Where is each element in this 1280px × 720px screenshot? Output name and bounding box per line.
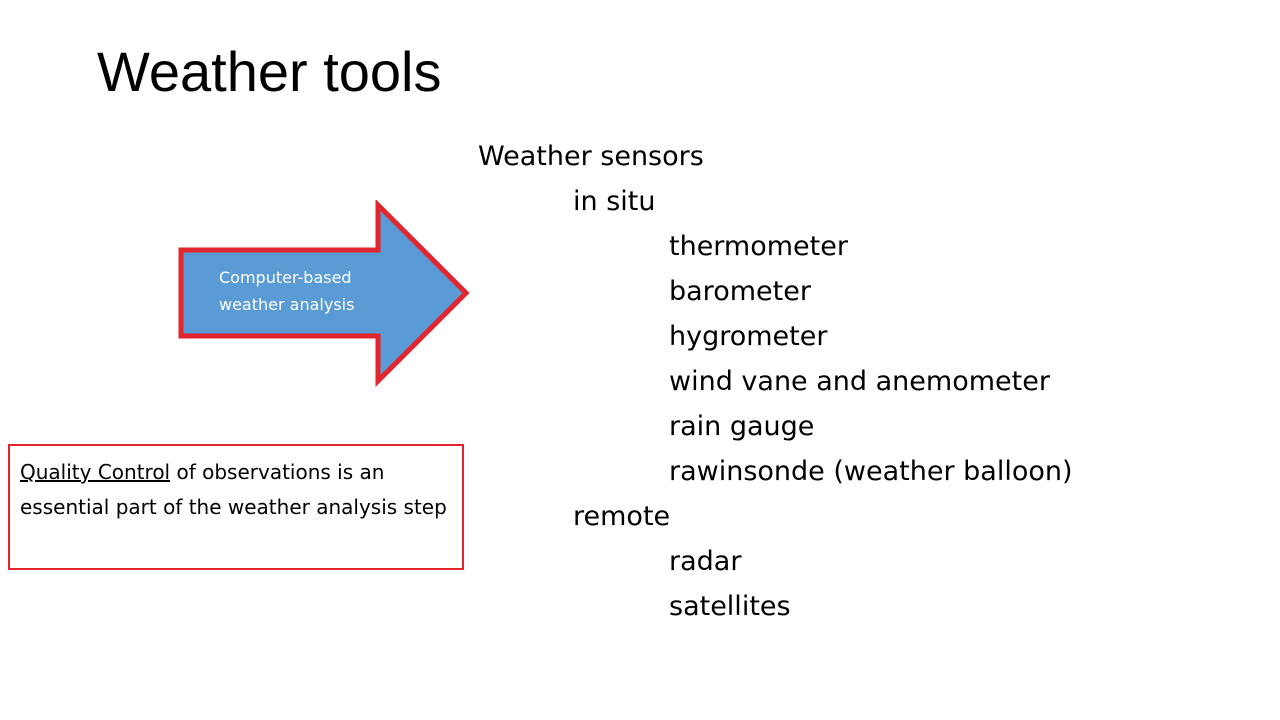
outline-item-barometer: barometer bbox=[669, 276, 811, 307]
outline-item-rain-gauge: rain gauge bbox=[669, 411, 815, 442]
arrow-label-line2: weather analysis bbox=[219, 295, 355, 314]
arrow-label-line1: Computer-based bbox=[219, 268, 352, 287]
outline-item-wind-vane: wind vane and anemometer bbox=[669, 366, 1050, 397]
arrow-label: Computer-based weather analysis bbox=[219, 264, 399, 318]
right-arrow-shape bbox=[178, 200, 470, 388]
outline-item-thermometer: thermometer bbox=[669, 231, 848, 262]
outline-item-rawinsonde: rawinsonde (weather balloon) bbox=[669, 456, 1073, 487]
outline-item-hygrometer: hygrometer bbox=[669, 321, 828, 352]
quality-control-note: Quality Control of observations is an es… bbox=[8, 444, 464, 570]
outline-item-radar: radar bbox=[669, 546, 742, 577]
slide-title: Weather tools bbox=[97, 40, 442, 103]
quality-control-term: Quality Control bbox=[20, 460, 171, 484]
outline-item-remote: remote bbox=[573, 501, 671, 532]
quality-control-text: of observations is an essential part of … bbox=[20, 460, 447, 519]
weather-tools-outline: Weather sensors in situ thermometer baro… bbox=[478, 134, 1073, 629]
outline-item-weather-sensors: Weather sensors bbox=[478, 141, 704, 172]
outline-item-in-situ: in situ bbox=[573, 186, 656, 217]
outline-item-satellites: satellites bbox=[669, 591, 791, 622]
